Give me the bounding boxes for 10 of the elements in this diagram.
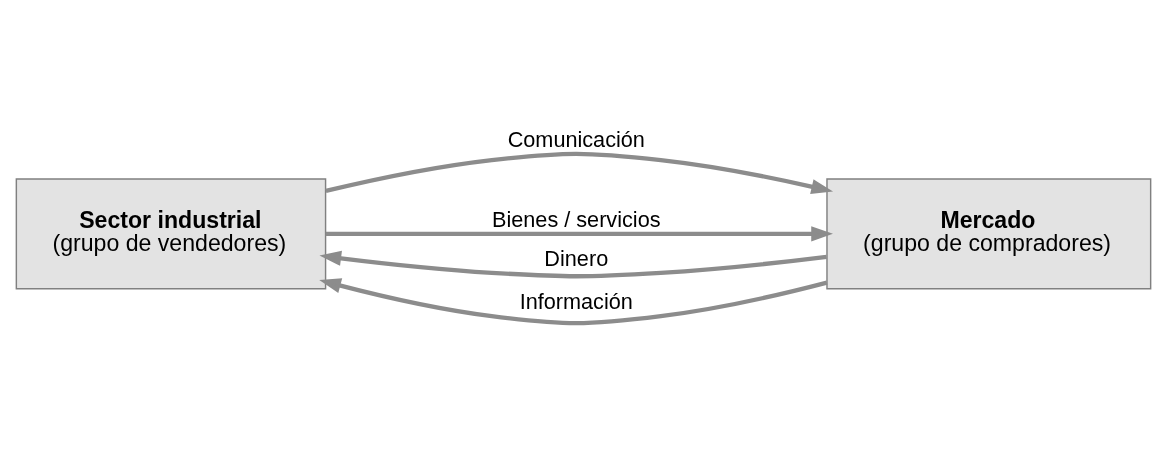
arrow xyxy=(319,250,827,278)
arrow xyxy=(325,151,834,194)
arrow xyxy=(325,225,833,241)
edge-label: Bienes / servicios xyxy=(492,206,661,232)
edge-label: Información xyxy=(519,288,633,314)
node-box: Sector industrial (grupo de vendedores) xyxy=(15,177,327,289)
edge-label: Comunicación xyxy=(507,126,645,152)
arrow xyxy=(319,277,828,325)
edge-label: Dinero xyxy=(544,245,609,271)
node-box: Mercado (grupo de compradores) xyxy=(826,177,1152,289)
